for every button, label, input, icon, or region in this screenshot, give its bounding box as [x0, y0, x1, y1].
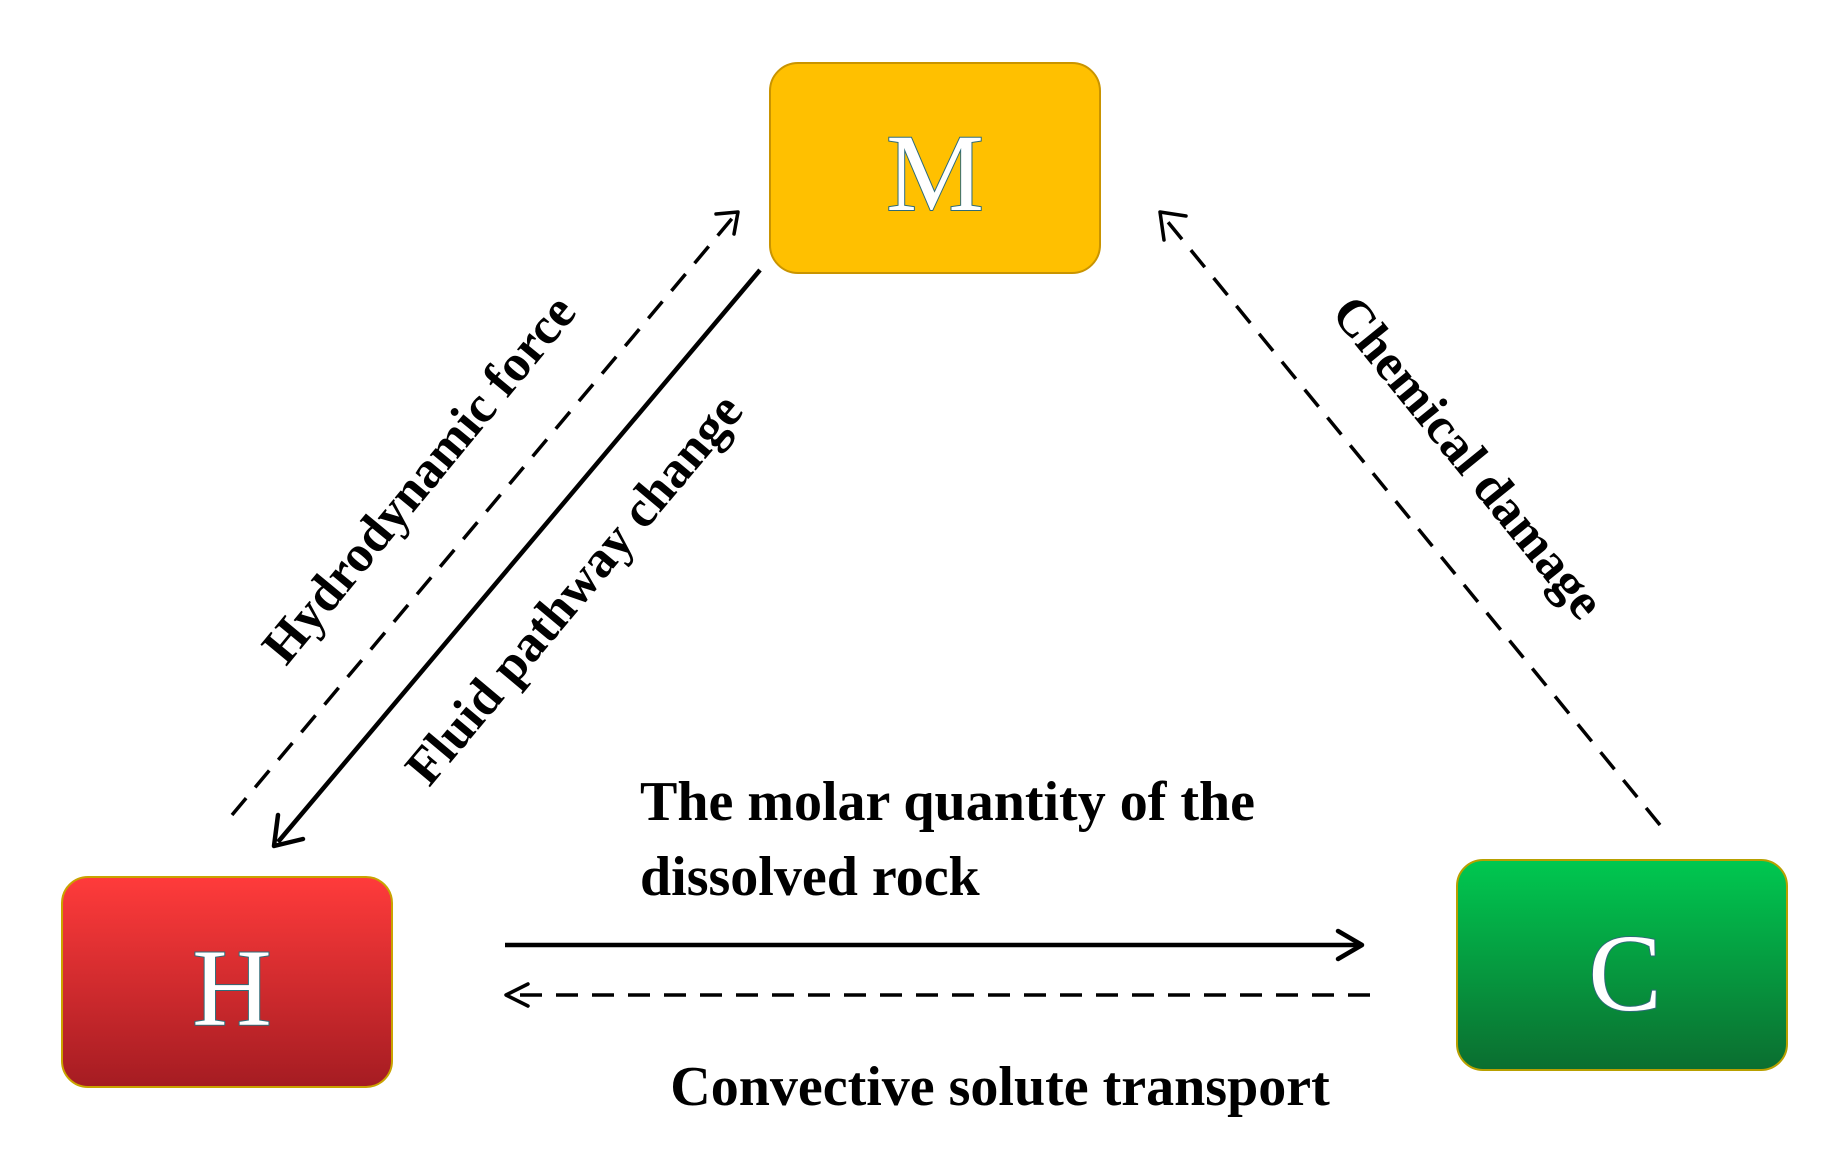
hydrodynamic-force-line [230, 213, 737, 817]
edge-hydrodynamic-force [230, 210, 740, 817]
node-m-label: M [886, 112, 984, 234]
convective-transport-label: Convective solute transport [670, 1056, 1330, 1118]
hydrodynamic-force-arrowhead [714, 210, 740, 236]
node-m: M [769, 62, 1101, 274]
edge-fluid-pathway-change [271, 268, 762, 849]
node-m-box [769, 62, 1101, 274]
chemical-damage-line [1161, 214, 1662, 827]
edge-chemical-damage [1158, 210, 1662, 827]
node-c-box [1456, 859, 1788, 1071]
fluid-pathway-change-arrowhead [271, 812, 306, 849]
node-h: H [61, 876, 393, 1088]
convective-transport-arrowhead [504, 982, 530, 1008]
molar-quantity-label-line2: dissolved rock [640, 846, 981, 908]
fluid-pathway-change-line [276, 268, 762, 844]
molar-quantity-arrowhead [1335, 928, 1365, 962]
node-c: C [1456, 859, 1788, 1071]
chemical-damage-arrowhead [1158, 210, 1188, 242]
node-h-label: H [192, 927, 271, 1049]
edge-molar-quantity [505, 928, 1365, 962]
edge-convective-transport [504, 982, 1370, 1008]
node-c-label: C [1588, 912, 1661, 1034]
molar-quantity-label-line1: The molar quantity of the [640, 771, 1255, 833]
chemical-damage-label: Chemical damage [1321, 285, 1615, 630]
node-h-box [61, 876, 393, 1088]
